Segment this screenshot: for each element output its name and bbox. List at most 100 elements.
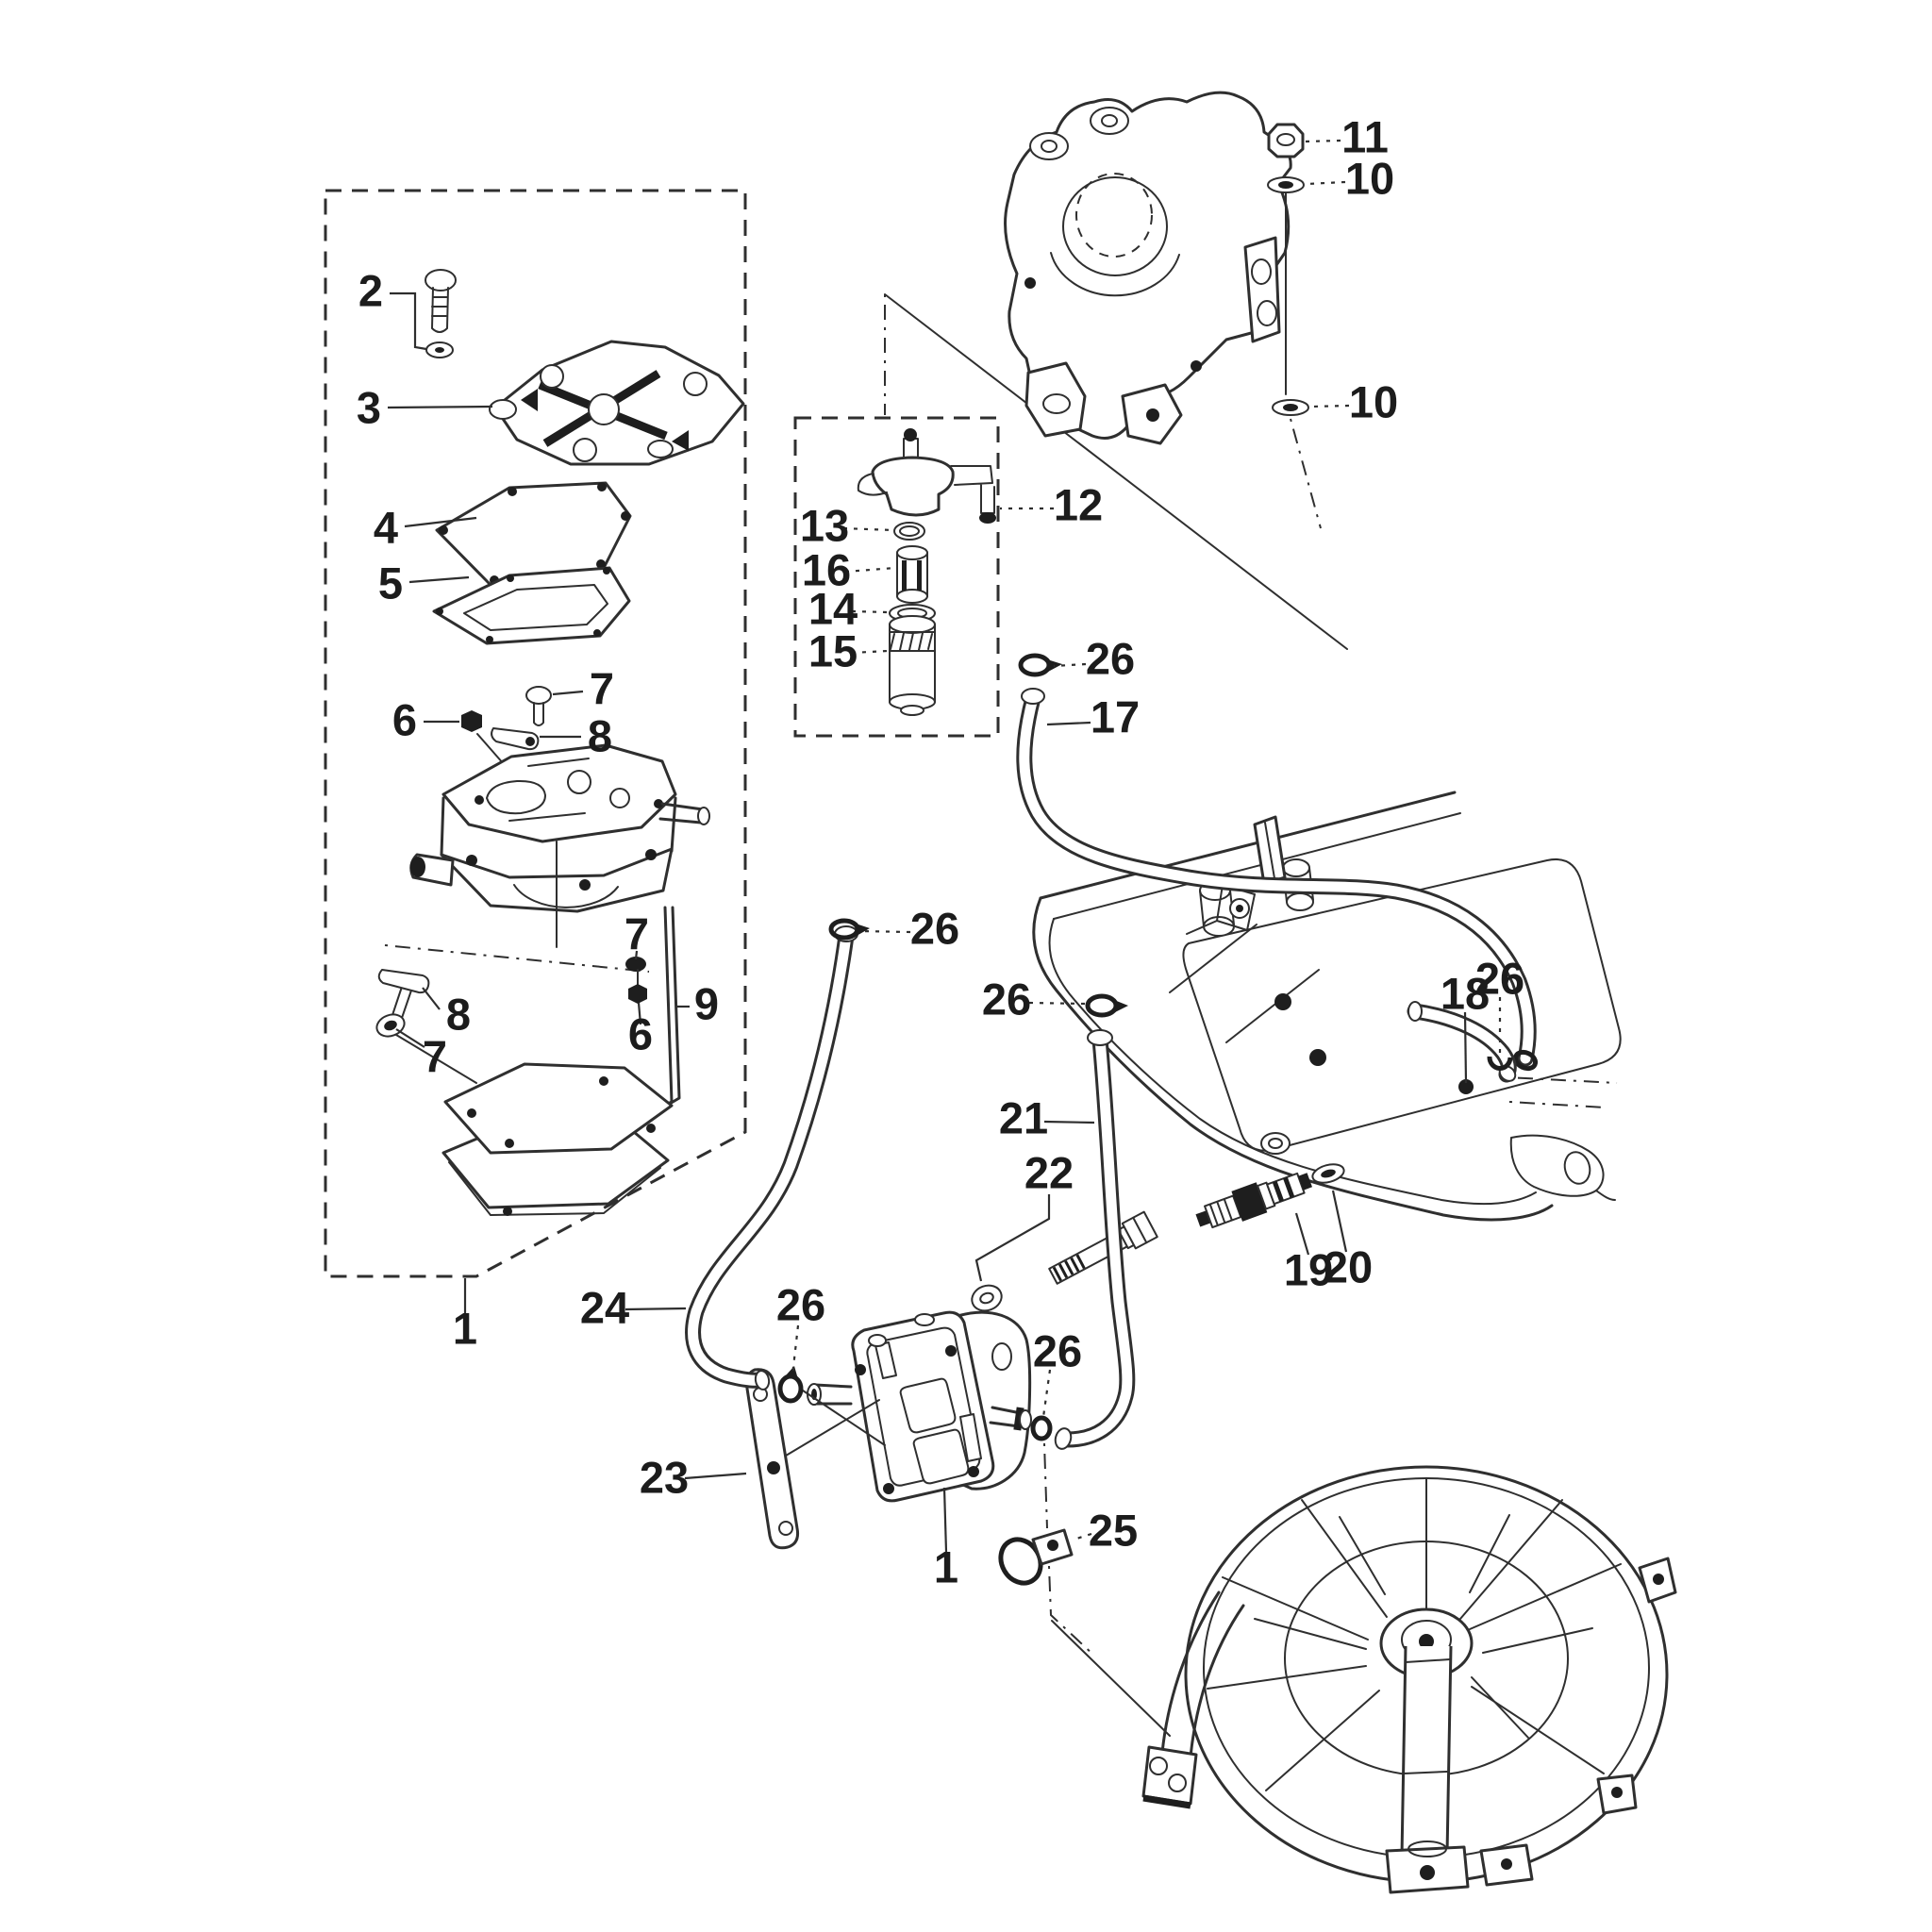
pan-fin (1253, 815, 1287, 886)
leader-line-7b (395, 1028, 425, 1048)
starter-left-arm (1051, 1591, 1245, 1809)
callout-1b: 1 (934, 1541, 958, 1591)
callout-26c: 26 (982, 974, 1031, 1024)
leader-line-6c (637, 1002, 642, 1025)
callout-25: 25 (1089, 1505, 1138, 1555)
callout-2: 2 (358, 265, 383, 315)
pump-pin (491, 727, 540, 751)
pan-inner-opening (1182, 858, 1622, 1152)
leader-line-11 (1304, 139, 1341, 143)
leader-line-1b (942, 1487, 948, 1553)
pump-check-valve-screw (525, 686, 552, 726)
leader-line-26f (1041, 1369, 1052, 1418)
pump-bolt-washer (971, 1284, 1003, 1312)
callout-18: 18 (1441, 968, 1490, 1018)
pan-right-tab (1509, 1134, 1616, 1201)
callout-13: 13 (800, 500, 849, 550)
filter-cup (889, 615, 936, 716)
leader-line-8b (422, 987, 441, 1010)
leader-line-21 (1043, 1120, 1095, 1124)
leader-line-7c (634, 950, 639, 960)
pump-gasket (432, 566, 631, 645)
callout-7a: 7 (590, 663, 614, 713)
callout-11: 11 (1341, 111, 1389, 161)
callout-1a: 1 (453, 1303, 477, 1353)
callout-26b: 26 (910, 903, 959, 953)
filter-valve-body (857, 428, 996, 524)
callout-8b: 8 (446, 989, 471, 1039)
leader-line-23 (684, 1472, 747, 1480)
callout-23: 23 (640, 1452, 689, 1502)
callout-7b: 7 (423, 1031, 447, 1081)
pan-bolt-hole (1458, 1079, 1474, 1094)
fuel-hose-17 (1016, 688, 1539, 1072)
pump-mount-bolt (1048, 1210, 1158, 1285)
leader-line-2 (390, 291, 427, 351)
leader-line-3 (387, 405, 493, 409)
pump-cover-screw (425, 269, 457, 358)
pump-gasket-strip (745, 1368, 799, 1550)
callout-7c: 7 (625, 908, 649, 958)
pump-front-cover (807, 1310, 995, 1503)
leader-line-4 (404, 516, 477, 528)
hose-clamp (998, 1442, 1095, 1657)
pump-outlet-port (658, 802, 705, 824)
pump-mount-screw-right (625, 957, 647, 1004)
pump-diaphragm (435, 481, 632, 587)
callout-22: 22 (1024, 1147, 1074, 1197)
leader-line-22 (974, 1194, 1051, 1282)
bottom-cowl-pan (1032, 791, 1622, 1222)
leader-line-16 (844, 566, 896, 574)
spark-plug-washer (1311, 1163, 1345, 1184)
spark-plug-boss (1260, 1132, 1291, 1155)
callout-12: 12 (1054, 479, 1103, 529)
callout-20: 20 (1324, 1241, 1373, 1291)
starter-spokes (1207, 1478, 1622, 1791)
hose-clip-26d (1487, 1056, 1513, 1071)
callout-10b: 10 (1349, 376, 1398, 426)
hose-clip-26e (777, 1366, 804, 1404)
callout-17: 17 (1091, 691, 1140, 741)
pump-top-cover-plate (489, 340, 745, 466)
pump-lower-cover (441, 1062, 674, 1216)
filter-o-ring (893, 522, 925, 541)
callout-14: 14 (808, 583, 858, 633)
leader-line-24 (625, 1307, 687, 1311)
hose-clip-26c (1085, 993, 1128, 1018)
starter-center-post (1385, 1645, 1470, 1894)
fuel-hose-24 (685, 925, 858, 1391)
leader-line-20 (1331, 1190, 1348, 1253)
pan-bolt-hole (1274, 993, 1291, 1010)
callout-21: 21 (999, 1092, 1048, 1142)
callout-26e: 26 (776, 1279, 825, 1329)
callout-26d: 26 (1475, 953, 1524, 1003)
leader-line-10a (1306, 180, 1346, 186)
callout-16: 16 (802, 544, 851, 594)
leader-line-26b (859, 929, 911, 934)
leader-line-25 (1073, 1532, 1092, 1541)
pan-bolt-hole (1309, 1049, 1326, 1066)
callout-24: 24 (580, 1282, 629, 1332)
leader-line-17 (1046, 721, 1091, 726)
bracket-washer-upper (1267, 176, 1305, 193)
leader-line-19 (1294, 1212, 1310, 1256)
fuel-pump-exploded-stack (375, 269, 745, 1216)
callout-19: 19 (1284, 1244, 1333, 1294)
leader-line-18 (1463, 1011, 1468, 1084)
fuel-filter-group-box (793, 416, 1000, 738)
callout-26a: 26 (1086, 633, 1135, 683)
starter-mount-ears (1479, 1557, 1677, 1887)
pump-pin-left (377, 969, 430, 994)
callout-10a: 10 (1345, 153, 1394, 203)
leader-line-5 (408, 575, 470, 584)
callout-8a: 8 (588, 710, 612, 760)
callout-5: 5 (378, 558, 403, 608)
fuel-hose-21 (1054, 1029, 1136, 1450)
callout-9: 9 (694, 978, 719, 1028)
callout-6c: 6 (628, 1008, 653, 1058)
callout-3: 3 (357, 382, 381, 432)
fuel-pump-group-box (324, 189, 747, 1278)
hose-clip-26b (828, 918, 870, 941)
pan-boss-right (1282, 858, 1314, 911)
